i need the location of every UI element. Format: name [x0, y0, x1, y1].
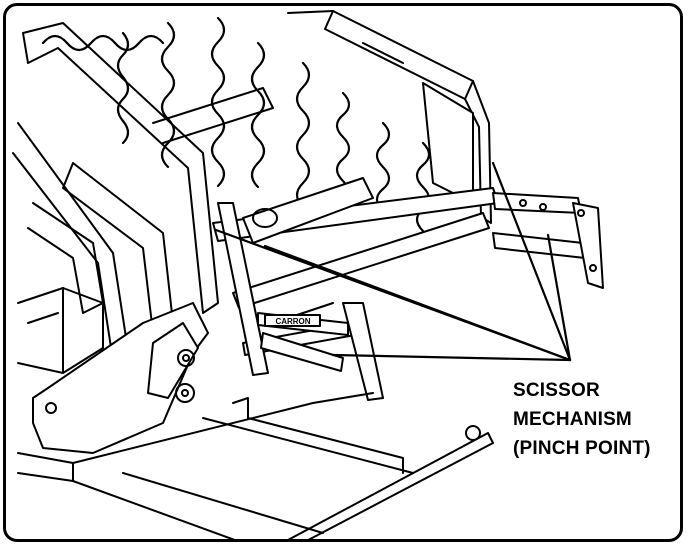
- callout-line-2: MECHANISM: [513, 409, 632, 430]
- cushion-block: [17, 287, 104, 374]
- base-frame: [17, 392, 494, 539]
- callout-line-1: SCISSOR: [513, 380, 600, 401]
- lower-bracket: [32, 302, 209, 454]
- callout-line-3: (PINCH POINT): [513, 438, 651, 459]
- callout-leaders: [214, 161, 572, 362]
- rounded-border-frame: CARRON: [3, 3, 683, 542]
- scissor-links: [217, 202, 384, 401]
- pinch-point-callout: SCISSOR MECHANISM (PINCH POINT): [513, 376, 651, 463]
- recliner-mechanism-drawing: CARRON: [12, 10, 604, 539]
- footrest-linkage: [492, 192, 604, 289]
- seat-springs: [41, 16, 431, 233]
- part-label: CARRON: [275, 317, 310, 326]
- motor-tube: [152, 87, 374, 244]
